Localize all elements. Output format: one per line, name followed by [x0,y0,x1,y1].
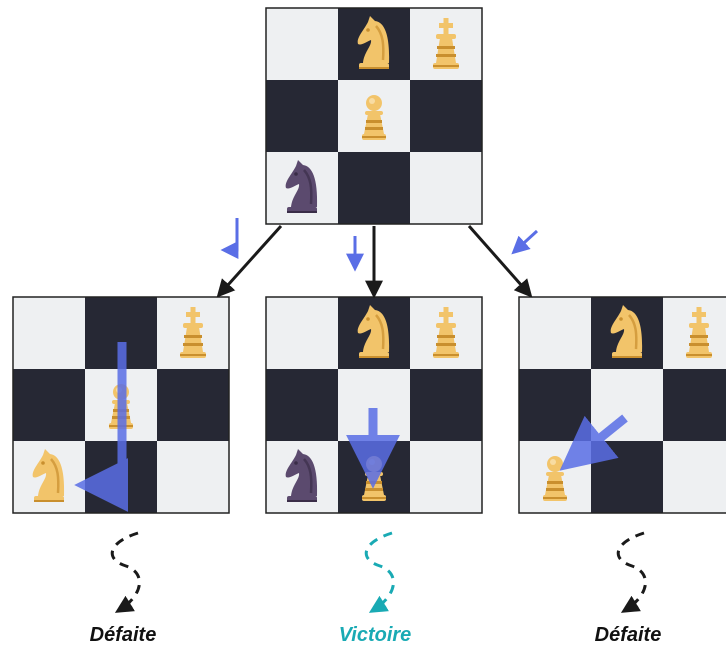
board-square [519,369,591,441]
defeat-path-left [112,533,139,611]
board-square [266,80,338,152]
board-square [591,441,663,513]
root-board [266,8,482,224]
hook-down-left-arrow-icon [224,218,237,250]
outcome-paths [112,533,645,611]
board-square [663,369,726,441]
board-square [13,297,85,369]
board-square [591,369,663,441]
board-square [338,152,410,224]
board-square [266,297,338,369]
board-square [663,441,726,513]
board-square [519,297,591,369]
board-right [519,297,726,513]
tree-arrow-left [219,226,281,295]
outcome-label-middle: Victoire [295,624,455,647]
board-square [157,441,229,513]
board-square [13,369,85,441]
victory-path-middle [366,533,393,611]
defeat-path-right [618,533,645,611]
outcome-label-right: Défaite [548,624,708,647]
board-square [266,369,338,441]
tree-arrows [219,226,530,295]
board-square [410,441,482,513]
board-middle [266,297,482,513]
diagonal-down-left-arrow-icon [514,231,537,252]
board-square [157,369,229,441]
tree-arrow-right [469,226,530,295]
board-square [266,8,338,80]
board-square [410,152,482,224]
board-square [410,80,482,152]
outcome-label-left: Défaite [43,624,203,647]
board-square [410,369,482,441]
move-icons [224,218,537,268]
